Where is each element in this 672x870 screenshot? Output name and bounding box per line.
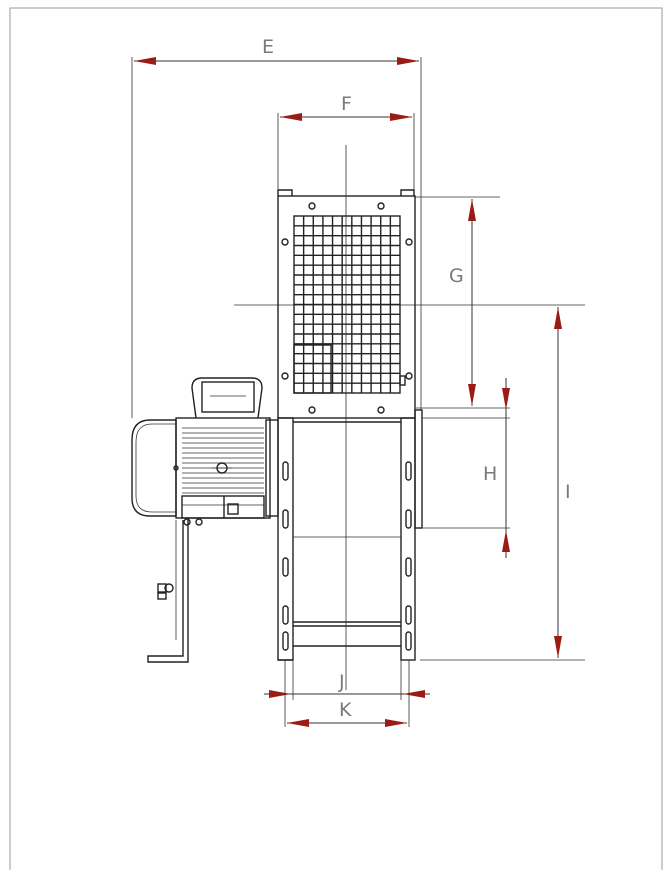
support-frame	[277, 409, 423, 661]
dimension-label-k: K	[339, 699, 352, 721]
dimension-h: H	[422, 378, 510, 558]
motor	[131, 377, 279, 526]
dimension-label-h: H	[483, 463, 497, 485]
inlet-box	[293, 344, 332, 394]
page-border	[9, 7, 663, 870]
grille-clip	[399, 375, 406, 386]
dimension-label-e: E	[262, 36, 274, 58]
dimension-label-j: J	[338, 671, 345, 693]
inlet-grille	[293, 215, 401, 394]
mounting-bracket	[147, 520, 189, 663]
dimension-k: K	[284, 660, 410, 727]
dimension-e: E	[131, 36, 422, 418]
dimension-label-f: F	[341, 93, 352, 115]
dimension-f: F	[277, 93, 415, 195]
fan-housing	[277, 189, 416, 419]
dimension-j: J	[264, 660, 430, 700]
dimension-g: G	[414, 196, 510, 409]
dimension-label-i: I	[565, 481, 571, 503]
dimension-label-g: G	[449, 265, 464, 287]
dimension-i: I	[420, 307, 585, 661]
